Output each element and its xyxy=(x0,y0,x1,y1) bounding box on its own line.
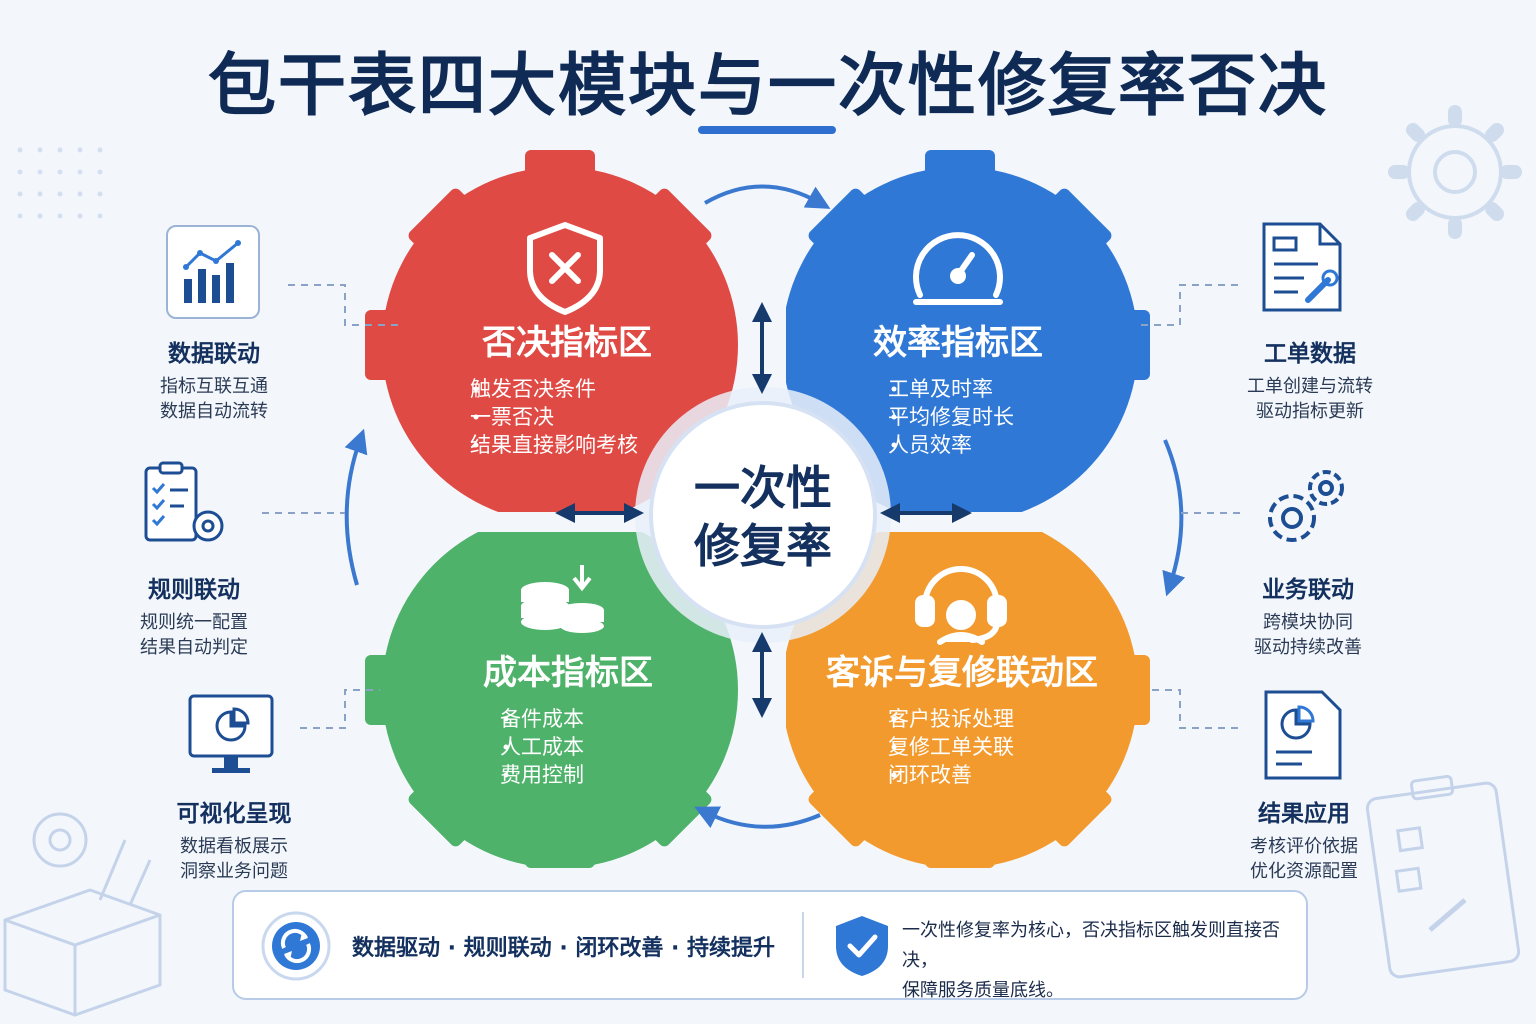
dashed-connectors xyxy=(262,284,1240,729)
side-block-line: 数据自动流转 xyxy=(160,401,268,422)
list-item: 平均修复时长 xyxy=(888,405,1014,429)
side-block-line: 驱动指标更新 xyxy=(1256,401,1364,422)
clipboard-outline-icon xyxy=(1365,774,1521,979)
gear-body xyxy=(382,532,738,868)
side-block-title: 业务联动 xyxy=(1262,577,1354,603)
page-title: 包干表四大模块与一次性修复率否决 xyxy=(207,47,1328,126)
list-item: 复修工单关联 xyxy=(888,735,1014,759)
side-block-title: 数据联动 xyxy=(168,341,260,367)
footer-note-line1: 一次性修复率为核心，否决指标区触发则直接否决， xyxy=(902,920,1280,971)
monitor-pie-icon xyxy=(186,690,280,784)
list-item: 工单及时率 xyxy=(888,377,993,401)
gears-icon xyxy=(1258,462,1352,556)
cycle-arrow xyxy=(1162,439,1186,597)
list-item: 结果直接影响考核 xyxy=(470,433,638,457)
side-block-line: 指标互联互通 xyxy=(160,376,268,397)
side-block-work-order-data: 工单数据 工单创建与流转 驱动指标更新 xyxy=(1210,334,1410,424)
shield-check-icon xyxy=(836,916,888,976)
report-pie-icon xyxy=(1262,690,1356,784)
speedometer-icon xyxy=(913,232,1003,305)
side-block-line: 优化资源配置 xyxy=(1250,861,1358,882)
side-block-line: 洞察业务问题 xyxy=(180,861,288,882)
toolbox-icon xyxy=(3,812,162,1017)
side-block-data-linkage: 数据联动 指标互联互通 数据自动流转 xyxy=(114,334,314,424)
quadrant-title-cost: 成本指标区 xyxy=(483,653,653,693)
side-block-line: 工单创建与流转 xyxy=(1247,376,1373,397)
quadrant-title-efficiency: 效率指标区 xyxy=(873,323,1043,363)
cycle-icon xyxy=(261,911,331,981)
title-underline xyxy=(698,126,836,134)
side-block-title: 结果应用 xyxy=(1258,801,1350,827)
side-block-business-linkage: 业务联动 跨模块协同 驱动持续改善 xyxy=(1208,570,1408,660)
gear-outline-icon xyxy=(1388,105,1522,239)
side-block-rule-linkage: 规则联动 规则统一配置 结果自动判定 xyxy=(94,570,294,660)
shield-x-icon xyxy=(527,222,603,315)
side-block-line: 跨模块协同 xyxy=(1263,612,1353,633)
quadrant-veto xyxy=(365,150,738,512)
document-wrench-icon xyxy=(1258,222,1352,316)
side-block-title: 可视化呈现 xyxy=(176,801,292,827)
gear-body xyxy=(786,167,1138,512)
side-block-line: 规则统一配置 xyxy=(140,612,248,633)
cycle-arrow xyxy=(694,806,821,829)
footer-divider xyxy=(802,912,804,978)
quadrant-title-complaint: 客诉与复修联动区 xyxy=(826,653,1098,693)
side-block-line: 结果自动判定 xyxy=(140,637,248,658)
clipboard-gear-icon xyxy=(140,460,234,554)
list-item: 人工成本 xyxy=(500,735,584,759)
quadrant-complaint xyxy=(786,532,1150,868)
side-block-visualization: 可视化呈现 数据看板展示 洞察业务问题 xyxy=(134,794,334,884)
quadrant-title-veto: 否决指标区 xyxy=(482,323,652,363)
quadrant-efficiency xyxy=(786,150,1150,512)
line-chart-icon xyxy=(166,225,260,319)
side-block-result-application: 结果应用 考核评价依据 优化资源配置 xyxy=(1204,794,1404,884)
gear-body xyxy=(786,532,1138,868)
footer-note: 一次性修复率为核心，否决指标区触发则直接否决， 保障服务质量底线。 xyxy=(902,916,1302,1006)
footer-banner: 数据驱动 · 规则联动 · 闭环改善 · 持续提升 一次性修复率为核心，否决指标… xyxy=(232,890,1308,1001)
gear-body xyxy=(382,167,738,512)
side-block-title: 规则联动 xyxy=(148,577,240,603)
list-item: 一票否决 xyxy=(470,405,554,429)
list-item: 闭环改善 xyxy=(888,763,972,787)
list-item: 触发否决条件 xyxy=(470,377,596,401)
coins-icon xyxy=(521,565,604,633)
list-item: 备件成本 xyxy=(500,707,584,731)
center-title-line1: 一次性 xyxy=(694,461,832,515)
center-title-line2: 修复率 xyxy=(694,519,832,573)
list-item: 客户投诉处理 xyxy=(888,707,1014,731)
list-item: 费用控制 xyxy=(500,763,584,787)
side-block-line: 驱动持续改善 xyxy=(1254,637,1362,658)
side-block-line: 考核评价依据 xyxy=(1250,836,1358,857)
cycle-arrow xyxy=(703,184,831,209)
bullet-dots xyxy=(473,386,897,778)
center-circle xyxy=(635,387,891,643)
quadrant-cost xyxy=(365,532,738,868)
side-block-line: 数据看板展示 xyxy=(180,836,288,857)
footer-note-line2: 保障服务质量底线。 xyxy=(902,980,1064,1001)
cycle-arrow xyxy=(344,428,368,586)
side-block-title: 工单数据 xyxy=(1264,341,1356,367)
headset-icon xyxy=(915,566,1007,645)
list-item: 人员效率 xyxy=(888,433,972,457)
footer-slogan: 数据驱动 · 规则联动 · 闭环改善 · 持续提升 xyxy=(352,936,776,961)
